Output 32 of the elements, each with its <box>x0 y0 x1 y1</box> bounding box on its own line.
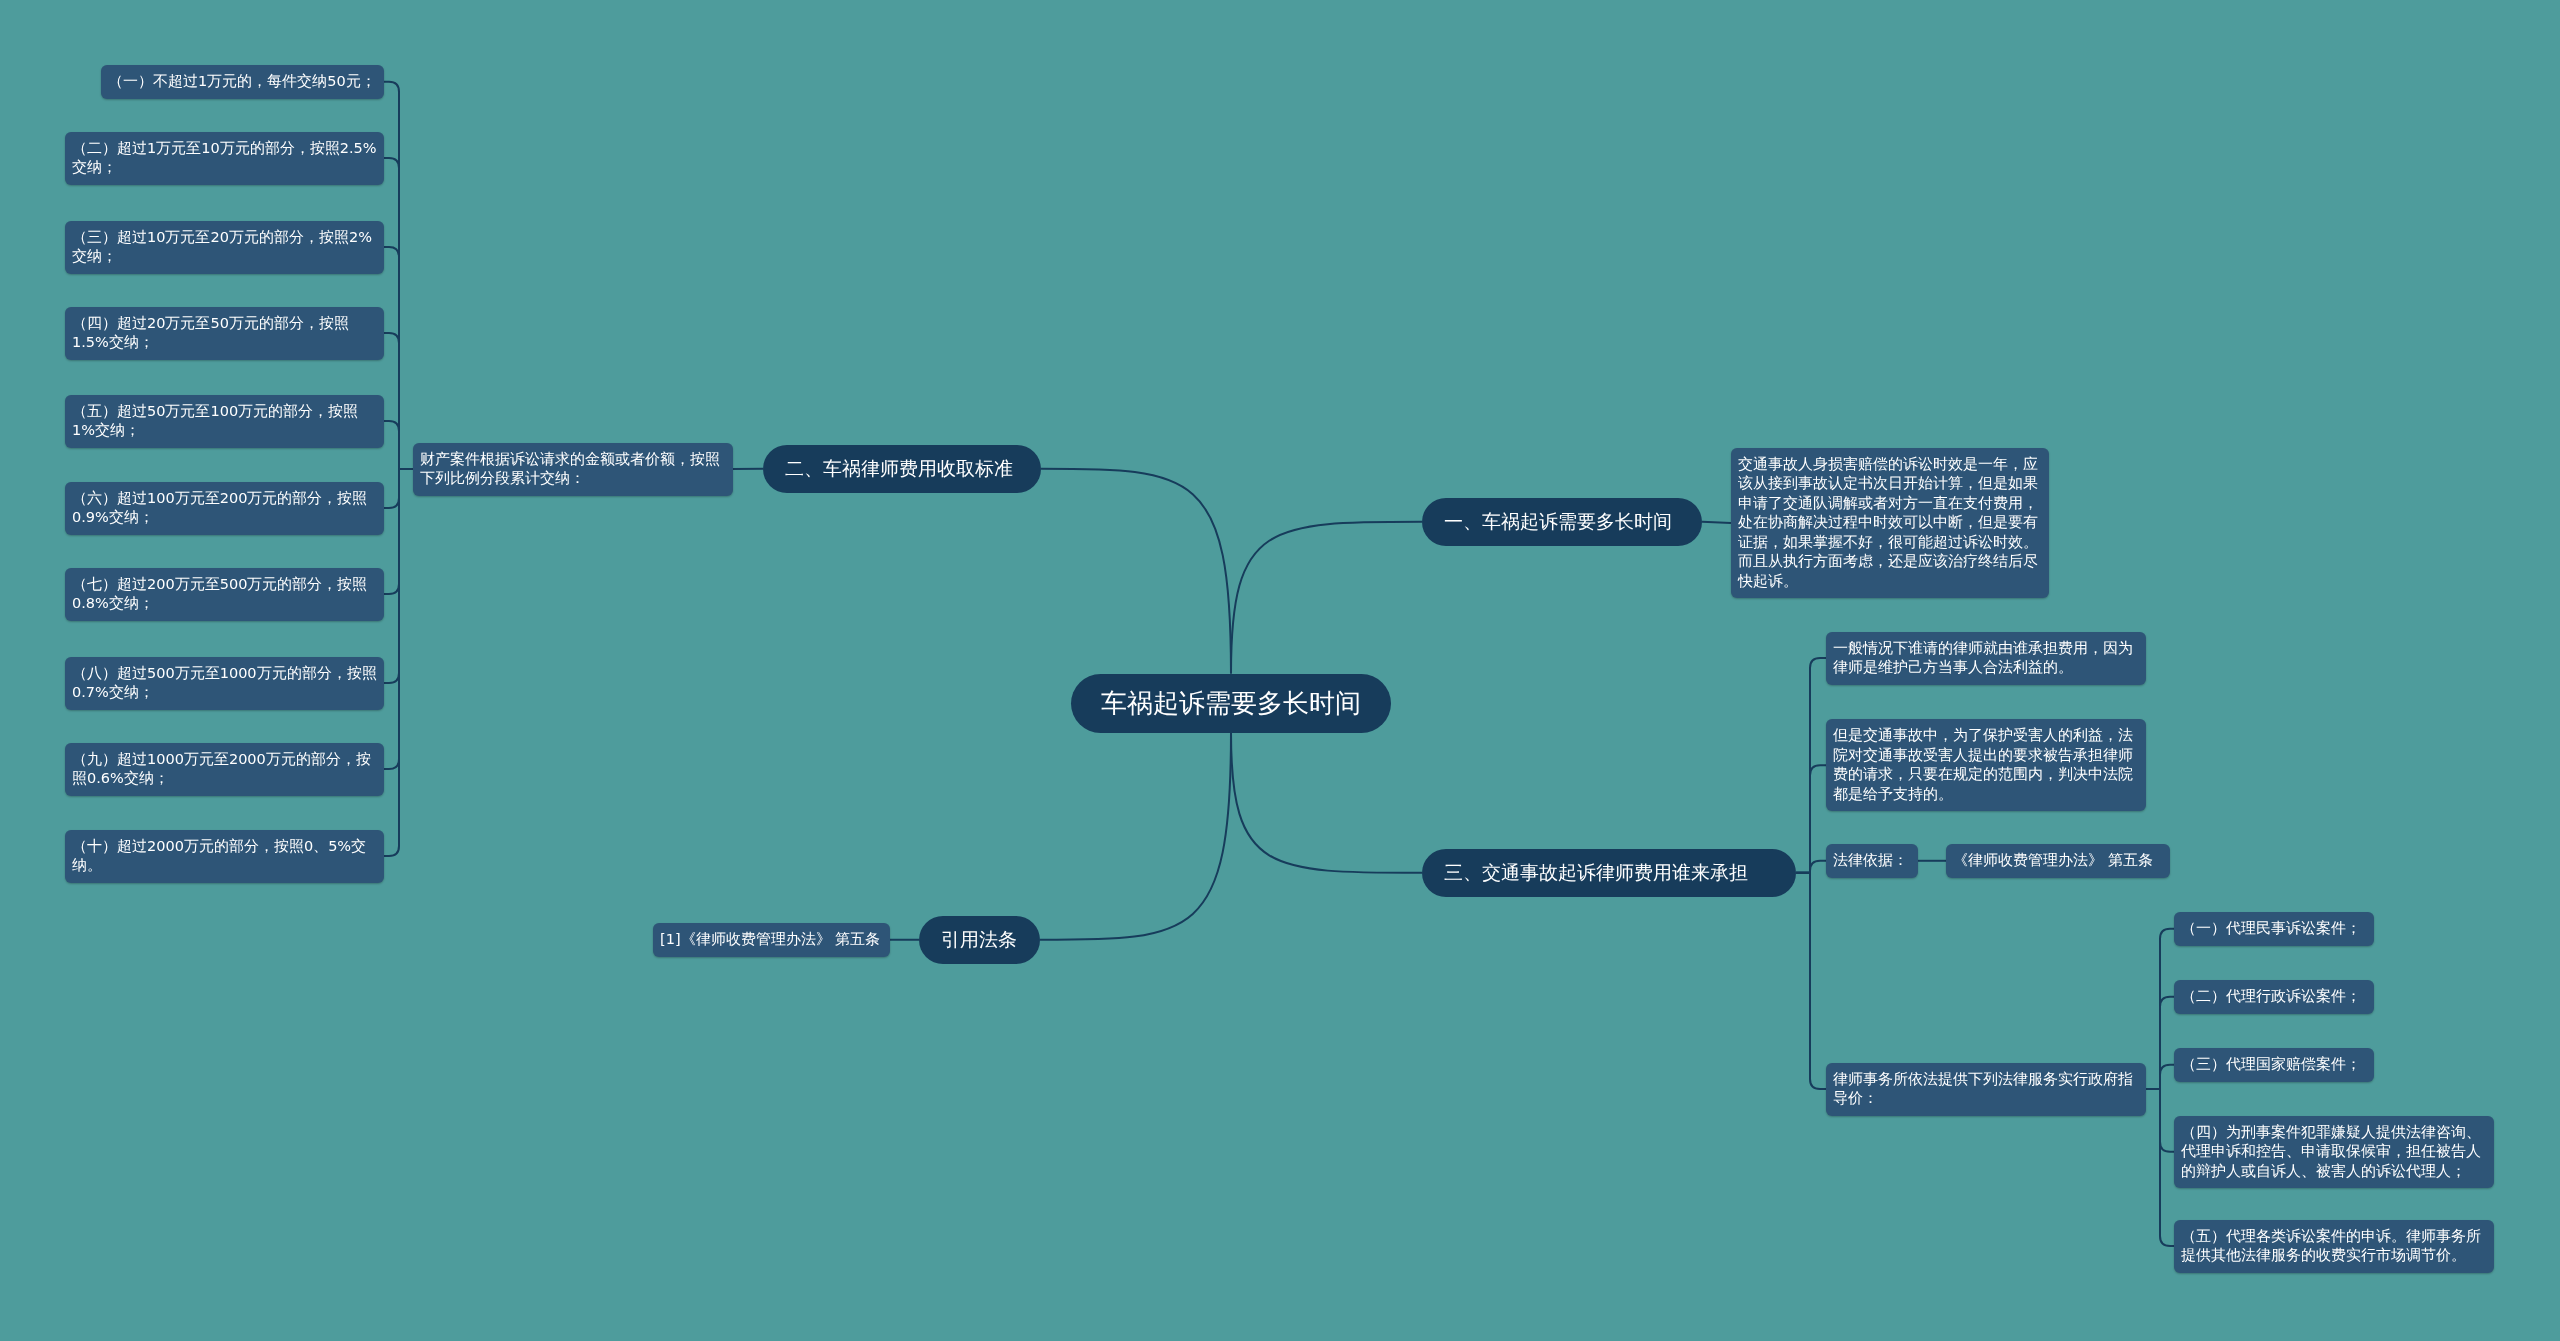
note-box: 交通事故人身损害赔偿的诉讼时效是一年，应该从接到事故认定书次日开始计算，但是如果申请了交通队调解或者对方一直在支付费用，处在协商解决过程中时效可以中断，但是要有证据，如果掌握不好，很可能超过诉讼时效。而且从执行方面考虑，还是应该治疗终结后尽快起诉。 <box>1731 447 2049 599</box>
note-box: （三）超过10万元至20万元的部分，按照2%交纳； <box>65 220 384 274</box>
note-box: （九）超过1000万元至2000万元的部分，按照0.6%交纳； <box>65 742 384 796</box>
note-box: 律师事务所依法提供下列法律服务实行政府指导价： <box>1826 1062 2146 1116</box>
note-box: （四）为刑事案件犯罪嫌疑人提供法律咨询、代理申诉和控告、申请取保候审，担任被告人的辩护人或自诉人、被害人的诉讼代理人； <box>2174 1115 2494 1189</box>
connector-line <box>889 938 920 941</box>
note-box: [1]《律师收费管理办法》 第五条 <box>653 923 890 957</box>
branch-topic: 三、交通事故起诉律师费用谁来承担 <box>1422 849 1796 897</box>
note-box: （一）代理民事诉讼案件； <box>2174 912 2374 946</box>
connector-line <box>1917 859 1947 862</box>
note-box: （四）超过20万元至50万元的部分，按照1.5%交纳； <box>65 306 384 360</box>
note-box: 但是交通事故中，为了保护受害人的利益，法院对交通事故受害人提出的要求被告承担律师费的请求，只要在规定的范围内，判决中法院都是给予支持的。 <box>1826 719 2146 812</box>
branch-topic: 二、车祸律师费用收取标准 <box>763 445 1041 493</box>
note-box: （六）超过100万元至200万元的部分，按照0.9%交纳； <box>65 481 384 535</box>
note-box: （一）不超过1万元的，每件交纳50元； <box>101 65 384 99</box>
note-box: 法律依据： <box>1826 844 1918 878</box>
central-topic: 车祸起诉需要多长时间 <box>1071 673 1391 733</box>
note-box: （十）超过2000万元的部分，按照0、5%交纳。 <box>65 829 384 883</box>
note-box: （七）超过200万元至500万元的部分，按照0.8%交纳； <box>65 567 384 621</box>
note-box: （三）代理国家赔偿案件； <box>2174 1048 2374 1082</box>
note-box: （五）代理各类诉讼案件的申诉。律师事务所提供其他法律服务的收费实行市场调节价。 <box>2174 1219 2494 1273</box>
note-box: （五）超过50万元至100万元的部分，按照1%交纳； <box>65 394 384 448</box>
note-box: 财产案件根据诉讼请求的金额或者价额，按照下列比例分段累计交纳： <box>413 442 733 496</box>
note-box: 《律师收费管理办法》 第五条 <box>1946 844 2170 878</box>
note-box: 一般情况下谁请的律师就由谁承担费用，因为律师是维护己方当事人合法利益的。 <box>1826 631 2146 685</box>
note-box: （二）超过1万元至10万元的部分，按照2.5%交纳； <box>65 131 384 185</box>
branch-topic: 引用法条 <box>919 916 1040 964</box>
branch-topic: 一、车祸起诉需要多长时间 <box>1422 498 1702 546</box>
note-box: （八）超过500万元至1000万元的部分，按照0.7%交纳； <box>65 656 384 710</box>
note-box: （二）代理行政诉讼案件； <box>2174 980 2374 1014</box>
connector-line <box>1701 520 1732 524</box>
connector-line <box>732 467 764 471</box>
